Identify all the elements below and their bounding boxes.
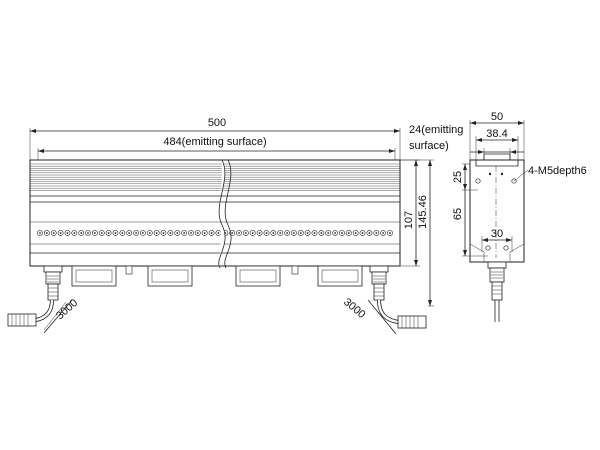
dim-cable-left: 3000 — [54, 297, 80, 322]
dim-side-30: 30 — [491, 228, 503, 240]
light-bar-body — [29, 159, 401, 267]
left-connector — [7, 265, 63, 327]
mounting-holes — [475, 172, 517, 251]
dimension-side-38: 38.4 — [475, 128, 519, 160]
side-view: 50 38.4 24(emitting surface) — [409, 111, 587, 322]
dim-side-emit-2: surface) — [409, 140, 449, 152]
dim-height-145: 145.46 — [417, 195, 429, 229]
dimension-side-24: 24(emitting surface) — [409, 124, 524, 160]
dim-side-emit-1: 24(emitting — [409, 124, 463, 136]
dim-total-length: 500 — [208, 117, 226, 129]
dim-height-107: 107 — [403, 211, 415, 229]
dim-side-25: 25 — [452, 171, 464, 183]
heat-sink-fins — [30, 163, 400, 191]
dimension-side-30: 30 — [481, 228, 513, 252]
dimension-side-25-65: 25 65 — [452, 163, 488, 257]
dim-cable-right: 3000 — [341, 296, 367, 321]
front-view: 500 484(emitting surface) — [7, 117, 434, 335]
dim-emitting-length: 484(emitting surface) — [163, 136, 266, 148]
dim-side-inner: 38.4 — [486, 128, 507, 140]
dimension-484: 484(emitting surface) — [37, 136, 396, 160]
dimension-cable-left: 3000 — [43, 297, 80, 334]
dim-side-width: 50 — [491, 111, 503, 123]
dimension-107: 107 — [400, 159, 420, 267]
right-connector — [369, 265, 427, 329]
mounting-brackets — [71, 265, 363, 287]
break-line — [218, 159, 226, 269]
side-connector — [487, 261, 507, 322]
led-row — [37, 230, 393, 236]
side-body — [469, 159, 525, 263]
dim-mount-holes: 4-M5depth6 — [528, 165, 587, 177]
dimension-cable-right: 3000 — [341, 296, 397, 335]
dimension-side-50: 50 — [469, 111, 525, 160]
dim-side-65: 65 — [452, 208, 464, 220]
mount-holes-callout: 4-M5depth6 — [513, 165, 587, 182]
dimension-145: 145.46 — [400, 159, 434, 307]
